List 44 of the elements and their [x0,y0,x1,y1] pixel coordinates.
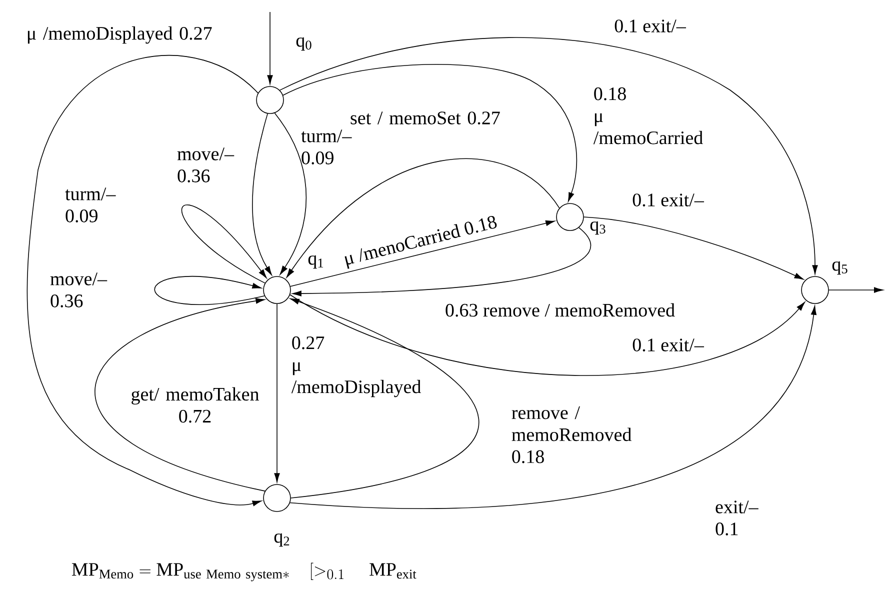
state-label: q$_{0}$ [296,37,312,51]
state-label: q$_{3}$ [590,221,606,235]
arrow [286,158,560,278]
arrow [279,37,818,274]
arrow [154,276,265,305]
state-circle [263,276,291,304]
edge-label: 0.27 μ /memoDisplayed [291,336,421,398]
arrow [282,64,578,202]
edge-label: 0.18 μ /memoCarried [593,87,703,144]
edge-label: set / memoSet 0.27 [350,112,500,124]
edge-label: remove / memoRemoved 0.18 [512,406,632,464]
state-label: q$_{2}$ [274,533,290,547]
state-label: q$_{1}$ [308,255,324,269]
edge-label: 0.1 exit/– [632,194,704,206]
edge-label: exit/– 0.1 [716,500,758,536]
state-circle [263,484,291,512]
arrow [290,220,555,287]
edge-label: turm/– 0.09 [65,188,116,222]
edge-label: μ /memoDisplayed 0.27 [28,26,212,44]
state-circle [801,276,829,304]
edge-label: turm/– 0.09 [301,130,352,164]
edge-label: get/ memoTaken 0.72 [132,387,259,423]
arrow [584,216,804,280]
edge-label: move/– 0.36 [177,148,234,182]
formula-caption: $\mathrm{MP}_{\mathrm{Memo}}=\mathrm{MP}_{\mathrm{use\ Memo\ system*}}\quad[>_{0.1}\quad\mathrm{MP}_{\mathrm{exit}}$ [72,562,416,582]
arrow [94,298,266,492]
arrow [182,204,267,284]
state-label: q$_{5}$ [832,261,848,275]
state-circle [256,86,284,114]
state-circle [556,203,584,231]
arrow [26,55,262,506]
arrow [274,112,307,275]
arrow [828,287,884,293]
edge-label: move/– 0.36 [50,272,108,308]
arrow [252,113,272,276]
arrow [274,304,280,482]
edge-label: 0.1 exit/– [614,20,686,32]
edge-label: 0.63 remove / memoRemoved [446,303,675,317]
arrow [290,306,816,509]
edge-label: 0.1 exit/– [632,338,704,352]
arrow [267,12,273,84]
arrow [292,227,591,296]
arrow [290,294,805,376]
arrow [290,298,480,498]
